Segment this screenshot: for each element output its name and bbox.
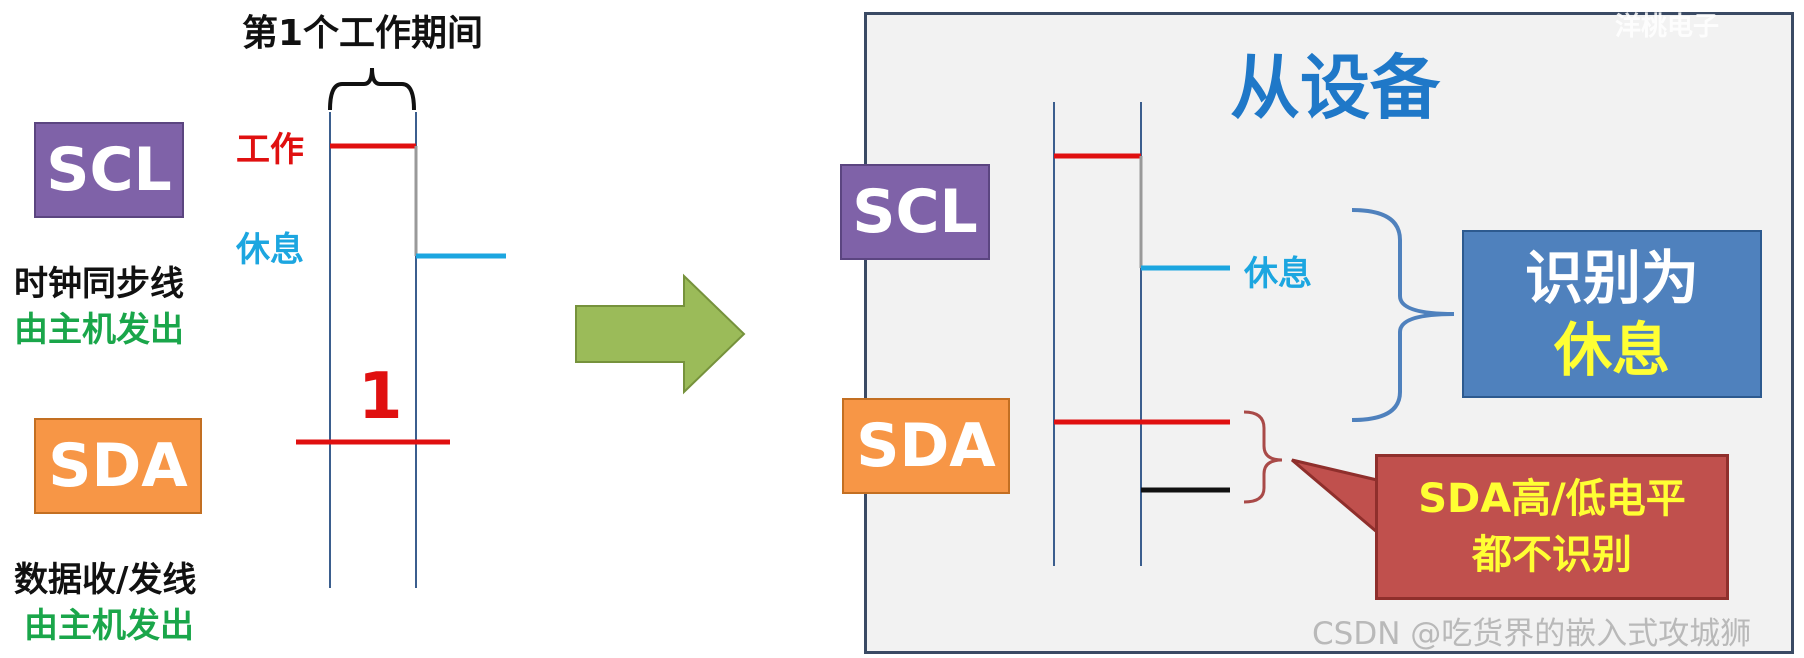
scl-source-caption: 由主机发出	[14, 310, 184, 350]
recognize-brace	[1351, 208, 1455, 422]
sda-not-recognized-box: SDA高/低电平 都不识别	[1375, 454, 1729, 600]
recognize-line-1: 识别为	[1524, 244, 1699, 312]
watermark-bottom: CSDN @吃货界的嵌入式攻城狮	[1312, 616, 1752, 652]
recognized-as-rest-box: 识别为 休息	[1462, 230, 1762, 398]
right-scl-tag: SCL	[840, 164, 990, 260]
recognize-line-2: 休息	[1553, 316, 1670, 384]
right-sda-tag: SDA	[842, 398, 1010, 494]
slave-device-title: 从设备	[1230, 47, 1440, 129]
left-timing-diagram	[296, 67, 746, 588]
scl-tag: SCL	[34, 122, 184, 218]
sda-source-caption: 由主机发出	[24, 606, 194, 646]
sda-note-line-1: SDA高/低电平	[1418, 476, 1686, 522]
scl-caption: 时钟同步线	[14, 264, 184, 304]
rest-label: 休息	[236, 230, 304, 270]
sda-caption: 数据收/发线	[14, 560, 197, 600]
sda-tag: SDA	[34, 418, 202, 514]
period-label: 第1个工作期间	[242, 13, 484, 54]
transition-arrow	[575, 273, 746, 395]
bit-value: 1	[358, 360, 403, 434]
watermark-top: 洋桃电子	[1615, 12, 1720, 42]
right-rest-label: 休息	[1244, 254, 1312, 294]
work-label: 工作	[236, 130, 304, 170]
sda-note-pointer	[1291, 458, 1379, 536]
sda-note-brace	[1243, 410, 1283, 504]
period-brace	[328, 67, 416, 111]
sda-note-line-2: 都不识别	[1472, 532, 1632, 578]
